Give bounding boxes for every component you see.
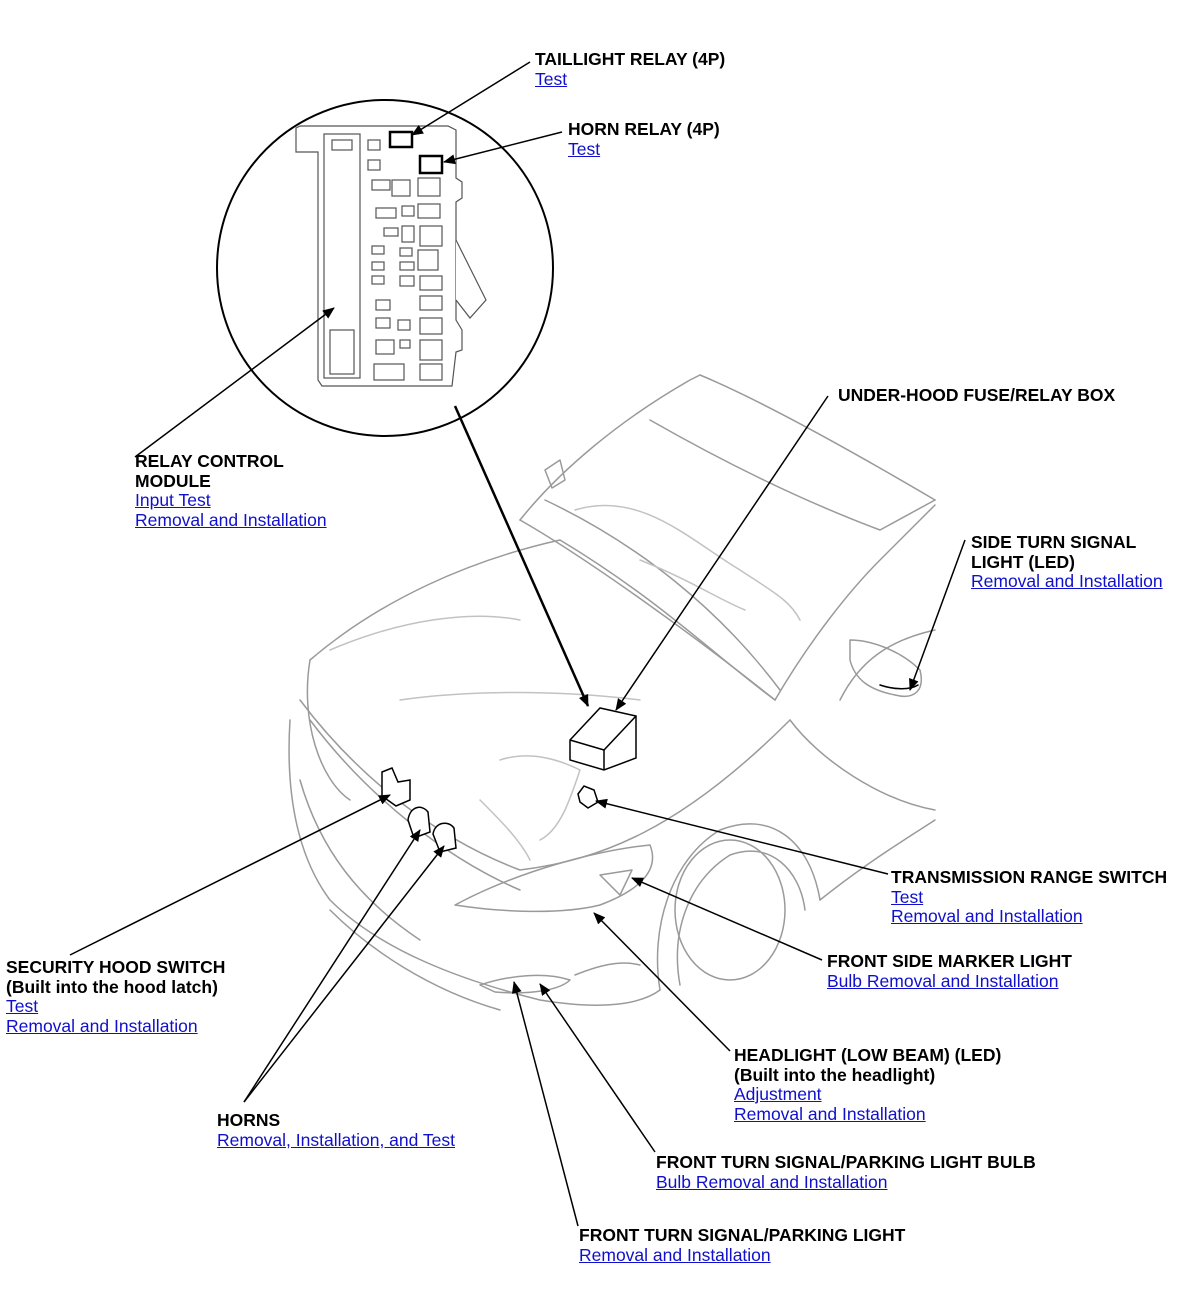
callout-title-line: FRONT TURN SIGNAL/PARKING LIGHT BULB [656, 1152, 1036, 1172]
leader-front-turn-signal-bulb [539, 983, 656, 1153]
leader-transmission-range-switch [595, 798, 889, 875]
horn-shapes [407, 806, 457, 853]
link-removal-and-installation[interactable]: Removal and Installation [891, 906, 1083, 926]
link-removal-and-installation[interactable]: Removal and Installation [579, 1244, 771, 1265]
callout-title-line: RELAY CONTROL [135, 451, 284, 471]
taillight-relay-shape [388, 130, 414, 149]
callout-title-line: MODULE [135, 470, 211, 491]
leader-side-turn-signal [909, 539, 966, 691]
leader-headlight-low-beam [593, 912, 731, 1052]
callout-title-line: HEADLIGHT (LOW BEAM) (LED) [734, 1045, 1002, 1065]
callout-taillight-relay: TAILLIGHT RELAY (4P)Test [535, 49, 726, 89]
callout-under-hood-box: UNDER-HOOD FUSE/RELAY BOX [838, 385, 1116, 406]
callout-horn-relay: HORN RELAY (4P)Test [568, 119, 720, 159]
leader-under-hood-box [615, 395, 829, 711]
callout-headlight-low-beam: HEADLIGHT (LOW BEAM) (LED)(Built into th… [734, 1045, 1002, 1124]
leader-front-side-marker [631, 877, 823, 961]
leader-horn-1 [243, 829, 421, 1103]
link-test[interactable]: Test [568, 138, 601, 159]
leader-taillight-relay [411, 61, 531, 136]
leader-relay-control-module [134, 307, 335, 458]
under-hood-fuse-box-shape [569, 707, 637, 771]
link-removal-and-installation[interactable]: Removal and Installation [6, 1015, 198, 1036]
leader-horn-2 [243, 845, 445, 1103]
link-removal-and-installation[interactable]: Removal and Installation [734, 1103, 926, 1124]
link-removal-and-installation[interactable]: Removal and Installation [971, 571, 1163, 591]
callout-title-line: TAILLIGHT RELAY (4P) [535, 49, 726, 69]
callout-title-line: LIGHT (LED) [971, 551, 1076, 572]
callout-title-line: SIDE TURN SIGNAL [971, 532, 1137, 552]
link-test[interactable]: Test [891, 886, 924, 907]
callout-title-line: (Built into the hood latch) [6, 976, 218, 997]
leader-security-hood-switch [69, 794, 391, 956]
callout-security-hood-switch: SECURITY HOOD SWITCH(Built into the hood… [6, 957, 226, 1036]
callout-title-line: SECURITY HOOD SWITCH [6, 957, 226, 977]
leader-lines [69, 61, 966, 1227]
security-hood-switch-shape [381, 767, 411, 807]
horn-relay-shape [418, 154, 444, 175]
callout-title-line: HORNS [217, 1110, 281, 1130]
callout-title-line: TRANSMISSION RANGE SWITCH [891, 867, 1168, 887]
callout-title-line: (Built into the headlight) [734, 1064, 936, 1085]
link-adjustment[interactable]: Adjustment [734, 1084, 822, 1104]
callout-title-line: FRONT SIDE MARKER LIGHT [827, 951, 1072, 971]
car-illustration [288, 374, 936, 1011]
link-test[interactable]: Test [6, 996, 39, 1016]
callout-title-line: UNDER-HOOD FUSE/RELAY BOX [838, 385, 1116, 405]
callout-title-line: FRONT TURN SIGNAL/PARKING LIGHT [579, 1225, 906, 1245]
link-bulb-removal-and-installation[interactable]: Bulb Removal and Installation [656, 1171, 888, 1192]
link-test[interactable]: Test [535, 68, 568, 89]
relay-box-inset [216, 99, 554, 437]
link-removal-and-installation[interactable]: Removal and Installation [135, 509, 327, 530]
link-bulb-removal-and-installation[interactable]: Bulb Removal and Installation [827, 970, 1059, 991]
leader-front-turn-signal-light [511, 981, 579, 1227]
leader-relay-box-to-car [453, 405, 590, 707]
leader-horn-relay [443, 131, 563, 165]
link-input-test[interactable]: Input Test [135, 490, 211, 510]
callout-title-line: HORN RELAY (4P) [568, 119, 720, 139]
link-removal-installation-and-test[interactable]: Removal, Installation, and Test [217, 1129, 456, 1150]
transmission-range-switch-shape [577, 785, 599, 809]
